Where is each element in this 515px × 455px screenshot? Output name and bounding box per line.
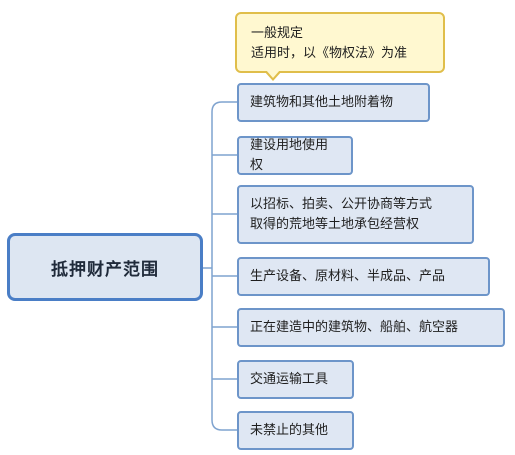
branch-node-land-contract-right[interactable]: 以招标、拍卖、公开协商等方式 取得的荒地等土地承包经营权 <box>237 185 474 244</box>
branch-node-under-construction[interactable]: 正在建造中的建筑物、船舶、航空器 <box>237 308 505 347</box>
branch-node-label: 以招标、拍卖、公开协商等方式 取得的荒地等土地承包经营权 <box>250 196 433 232</box>
note-line-2: 适用时，以《物权法》为准 <box>251 46 408 61</box>
branch-node-label: 建筑物和其他土地附着物 <box>250 94 394 110</box>
branch-node-buildings[interactable]: 建筑物和其他土地附着物 <box>237 83 430 122</box>
note-line-1: 一般规定 <box>251 26 304 41</box>
branch-node-label: 未禁止的其他 <box>250 422 329 438</box>
branch-connector <box>211 419 237 431</box>
branch-connector <box>211 101 237 113</box>
branch-node-transport-vehicles[interactable]: 交通运输工具 <box>237 360 354 399</box>
branch-node-label: 生产设备、原材料、半成品、产品 <box>250 268 446 284</box>
branch-node-land-use-right[interactable]: 建设用地使用权 <box>237 136 353 175</box>
root-topic-label: 抵押财产范围 <box>51 259 159 280</box>
branch-node-production-equipment[interactable]: 生产设备、原材料、半成品、产品 <box>237 257 490 296</box>
branch-node-others[interactable]: 未禁止的其他 <box>237 411 354 450</box>
branch-node-label: 正在建造中的建筑物、船舶、航空器 <box>250 319 459 335</box>
note-callout[interactable]: 一般规定 适用时，以《物权法》为准 <box>235 12 445 73</box>
note-callout-pointer-fill <box>266 70 280 78</box>
branch-node-label: 交通运输工具 <box>250 371 329 387</box>
branch-node-label: 建设用地使用权 <box>250 137 329 173</box>
root-topic[interactable]: 抵押财产范围 <box>7 233 203 301</box>
